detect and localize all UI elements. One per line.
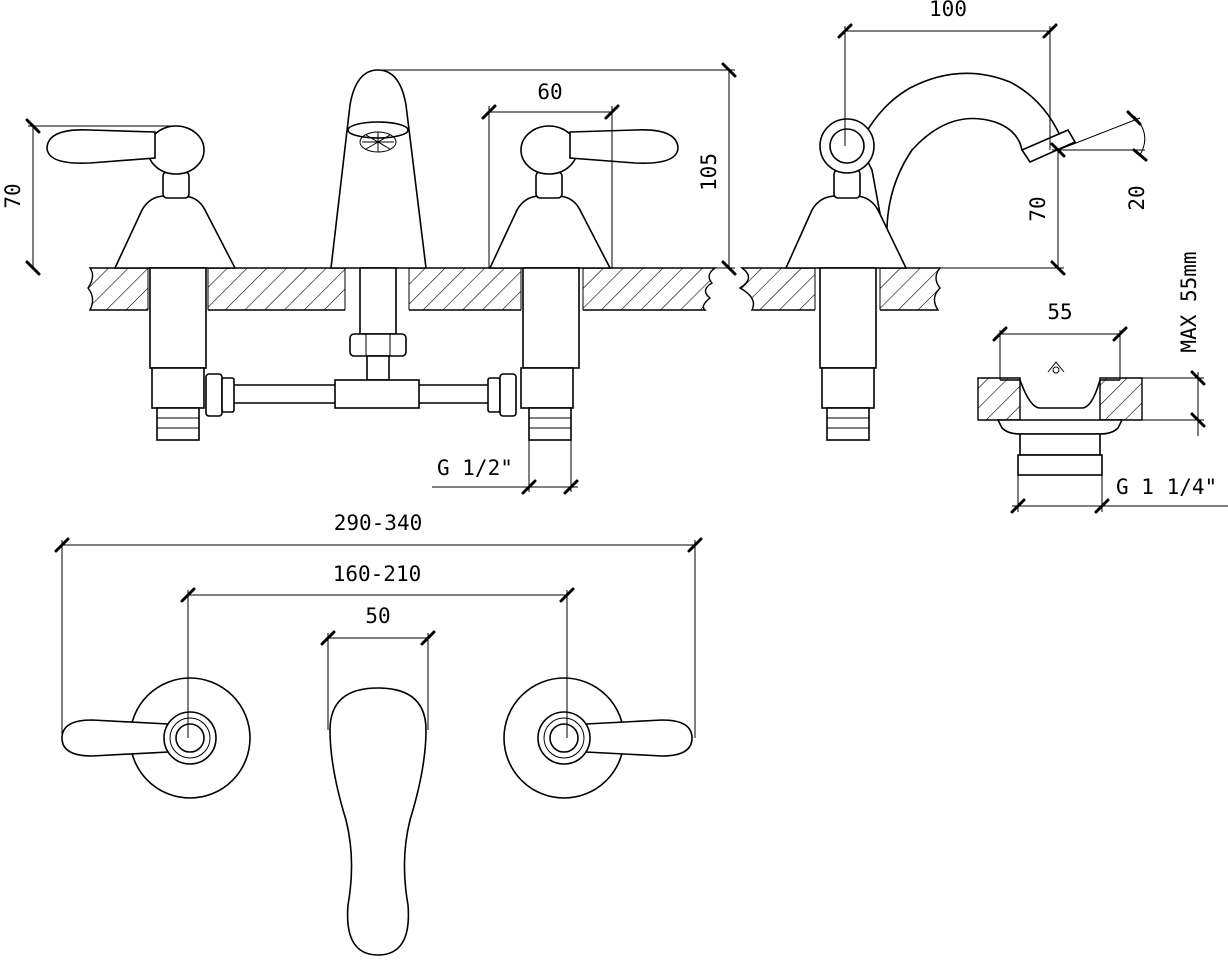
waste-detail: 55 MAX 55mm G 1 1/4" <box>977 251 1228 514</box>
dim-waste-width: 55 <box>992 300 1128 342</box>
dim-waste-thread: G 1 1/4" <box>1010 475 1228 514</box>
spout-top <box>329 687 427 956</box>
right-valve-top <box>503 677 693 799</box>
dim-handle-centres: 160-210 <box>180 562 575 738</box>
dim-handle-centres-label: 160-210 <box>333 562 422 586</box>
dim-spout-reach-label: 100 <box>929 0 967 21</box>
dim-handle-height: 70 <box>1 118 175 276</box>
dim-spout-angle: 20 <box>1057 110 1149 211</box>
left-valve-top <box>61 677 251 799</box>
dim-spout-height: 105 <box>380 62 737 276</box>
dim-spout-side-height: 70 <box>906 142 1145 276</box>
dim-overall-width-label: 290-340 <box>334 511 423 535</box>
connecting-pipe <box>205 373 517 417</box>
right-valve-front <box>488 125 679 441</box>
waste-deck-left <box>977 377 1021 421</box>
dim-deck-thickness: MAX 55mm <box>1120 251 1206 436</box>
dim-inlet-thread-label: G 1/2" <box>437 456 513 480</box>
dim-spout-width-label: 50 <box>365 604 390 628</box>
side-view: 100 70 20 <box>738 0 1149 441</box>
dim-overall-width: 290-340 <box>54 511 703 738</box>
dim-spout-angle-label: 20 <box>1125 185 1149 210</box>
dim-handle-spacing: 60 <box>481 80 620 268</box>
dim-spout-side-height-label: 70 <box>1026 196 1050 221</box>
dim-deck-thickness-label: MAX 55mm <box>1177 251 1201 352</box>
dim-spout-width: 50 <box>320 604 436 730</box>
spout-front <box>330 69 427 409</box>
top-view: 290-340 160-210 50 <box>54 511 703 956</box>
dim-handle-spacing-label: 60 <box>537 80 562 104</box>
left-valve-front <box>46 125 237 441</box>
dim-waste-width-label: 55 <box>1047 300 1072 324</box>
dim-waste-thread-label: G 1 1/4" <box>1116 475 1217 499</box>
front-view: 70 60 105 G 1/2" <box>1 62 737 495</box>
dim-spout-height-label: 105 <box>697 153 721 191</box>
waste-deck-right <box>1099 377 1143 421</box>
dim-spout-reach: 100 <box>837 0 1058 150</box>
dim-handle-height-label: 70 <box>1 183 25 208</box>
dim-inlet-thread: G 1/2" <box>432 440 579 495</box>
